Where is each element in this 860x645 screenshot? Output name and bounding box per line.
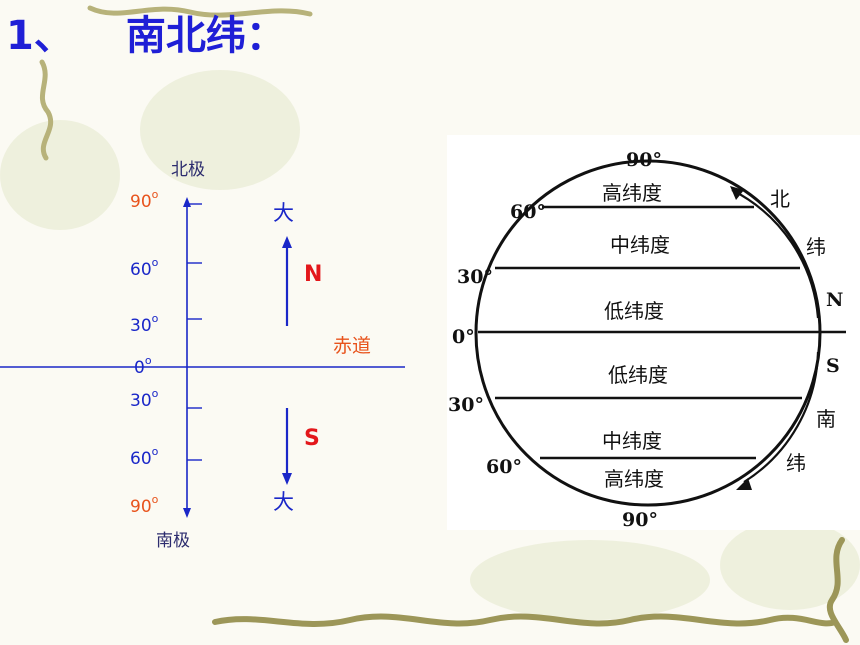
- globe-top-label: 90°: [626, 149, 662, 171]
- title-text: 南北纬：: [125, 13, 286, 59]
- north-side-char-1: 北: [770, 187, 790, 211]
- globe-label-60n: 60°: [510, 201, 546, 223]
- north-arc-arrow: [731, 189, 820, 319]
- zone-mid-north: 中纬度: [610, 233, 670, 257]
- vine-border-right: [826, 537, 849, 643]
- south-pole-label: 南极: [156, 531, 190, 551]
- bg-leaf: [470, 540, 710, 620]
- globe-label-30n: 30°: [457, 266, 493, 288]
- zone-high-north: 高纬度: [602, 181, 662, 205]
- axis-arrow-bottom: [183, 508, 191, 518]
- globe-label-30s: 30°: [448, 394, 484, 416]
- lat-label-0: 0o: [134, 354, 152, 378]
- south-arrow-head: [282, 473, 292, 485]
- zone-high-south: 高纬度: [604, 467, 664, 491]
- zone-mid-south: 中纬度: [602, 429, 662, 453]
- lat-label-30s: 30o: [130, 387, 159, 411]
- south-arc-arrow: [743, 351, 820, 483]
- lat-label-30n: 30o: [130, 312, 159, 336]
- north-arc-arrowhead: [730, 186, 744, 200]
- lat-label-60n: 60o: [130, 256, 159, 280]
- north-increase-label: 大: [273, 201, 294, 225]
- north-side-char-2: 纬: [806, 235, 826, 259]
- bg-leaf: [140, 70, 300, 190]
- zone-low-south: 低纬度: [608, 363, 668, 387]
- lat-label-90n: 90o: [130, 188, 159, 212]
- lat-label-60s: 60o: [130, 445, 159, 469]
- south-side-char-2: 纬: [786, 451, 806, 475]
- globe-label-60s: 60°: [486, 456, 522, 478]
- vine-border-bottom: [212, 613, 838, 627]
- south-increase-label: 大: [273, 490, 294, 514]
- vine-border-top: [87, 5, 313, 18]
- south-arc-arrowhead: [736, 478, 752, 490]
- zone-low-north: 低纬度: [604, 299, 664, 323]
- axis-arrow-top: [183, 197, 191, 207]
- south-side-letter: S: [826, 355, 840, 377]
- south-side-char-1: 南: [816, 407, 836, 431]
- north-side-letter: N: [826, 289, 843, 311]
- page-title: 1、 南北纬：: [6, 8, 286, 64]
- bg-leaf: [0, 120, 120, 230]
- north-pole-label: 北极: [171, 160, 205, 180]
- globe-bottom-label: 90°: [622, 509, 658, 531]
- title-number: 1、: [6, 13, 74, 59]
- lat-label-90s: 90o: [130, 493, 159, 517]
- globe-label-0: 0°: [452, 326, 475, 348]
- north-letter: N: [304, 262, 323, 287]
- equator-label: 赤道: [333, 335, 372, 357]
- north-arrow-head: [282, 236, 292, 248]
- vine-border-left: [39, 59, 54, 161]
- south-letter: S: [304, 426, 320, 451]
